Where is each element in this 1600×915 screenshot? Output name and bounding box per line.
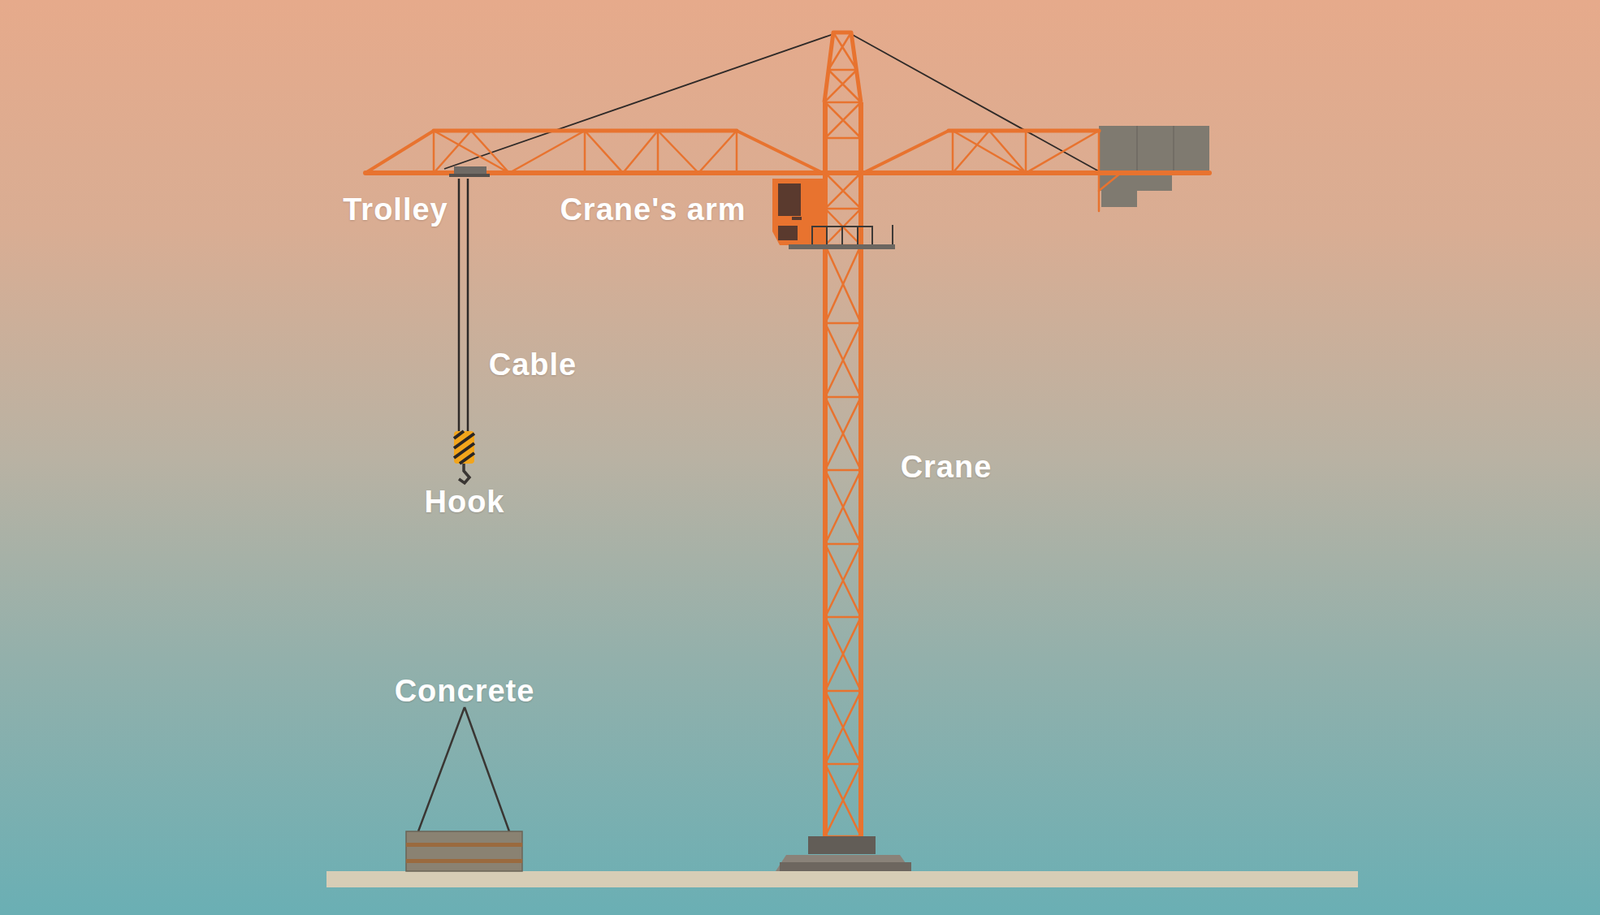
counterweight xyxy=(1098,125,1210,208)
trolley xyxy=(449,166,490,178)
tie-cable xyxy=(851,34,1099,172)
tower-mast xyxy=(825,102,861,837)
hoist-cable xyxy=(458,178,468,434)
ground xyxy=(326,871,1358,888)
part-label: Cable xyxy=(488,347,577,383)
part-label: Concrete xyxy=(394,674,536,710)
platform xyxy=(788,224,896,250)
operator-cab xyxy=(772,178,825,246)
part-label: Hook xyxy=(424,484,506,520)
tower-base xyxy=(775,836,912,872)
counterweight-seams xyxy=(1137,125,1174,173)
part-label: Crane's arm xyxy=(559,192,746,228)
part-label: Trolley xyxy=(342,192,449,228)
concrete-load xyxy=(406,707,523,872)
part-label: Crane xyxy=(900,449,993,485)
hook xyxy=(454,431,475,484)
tower-peak xyxy=(824,32,861,103)
